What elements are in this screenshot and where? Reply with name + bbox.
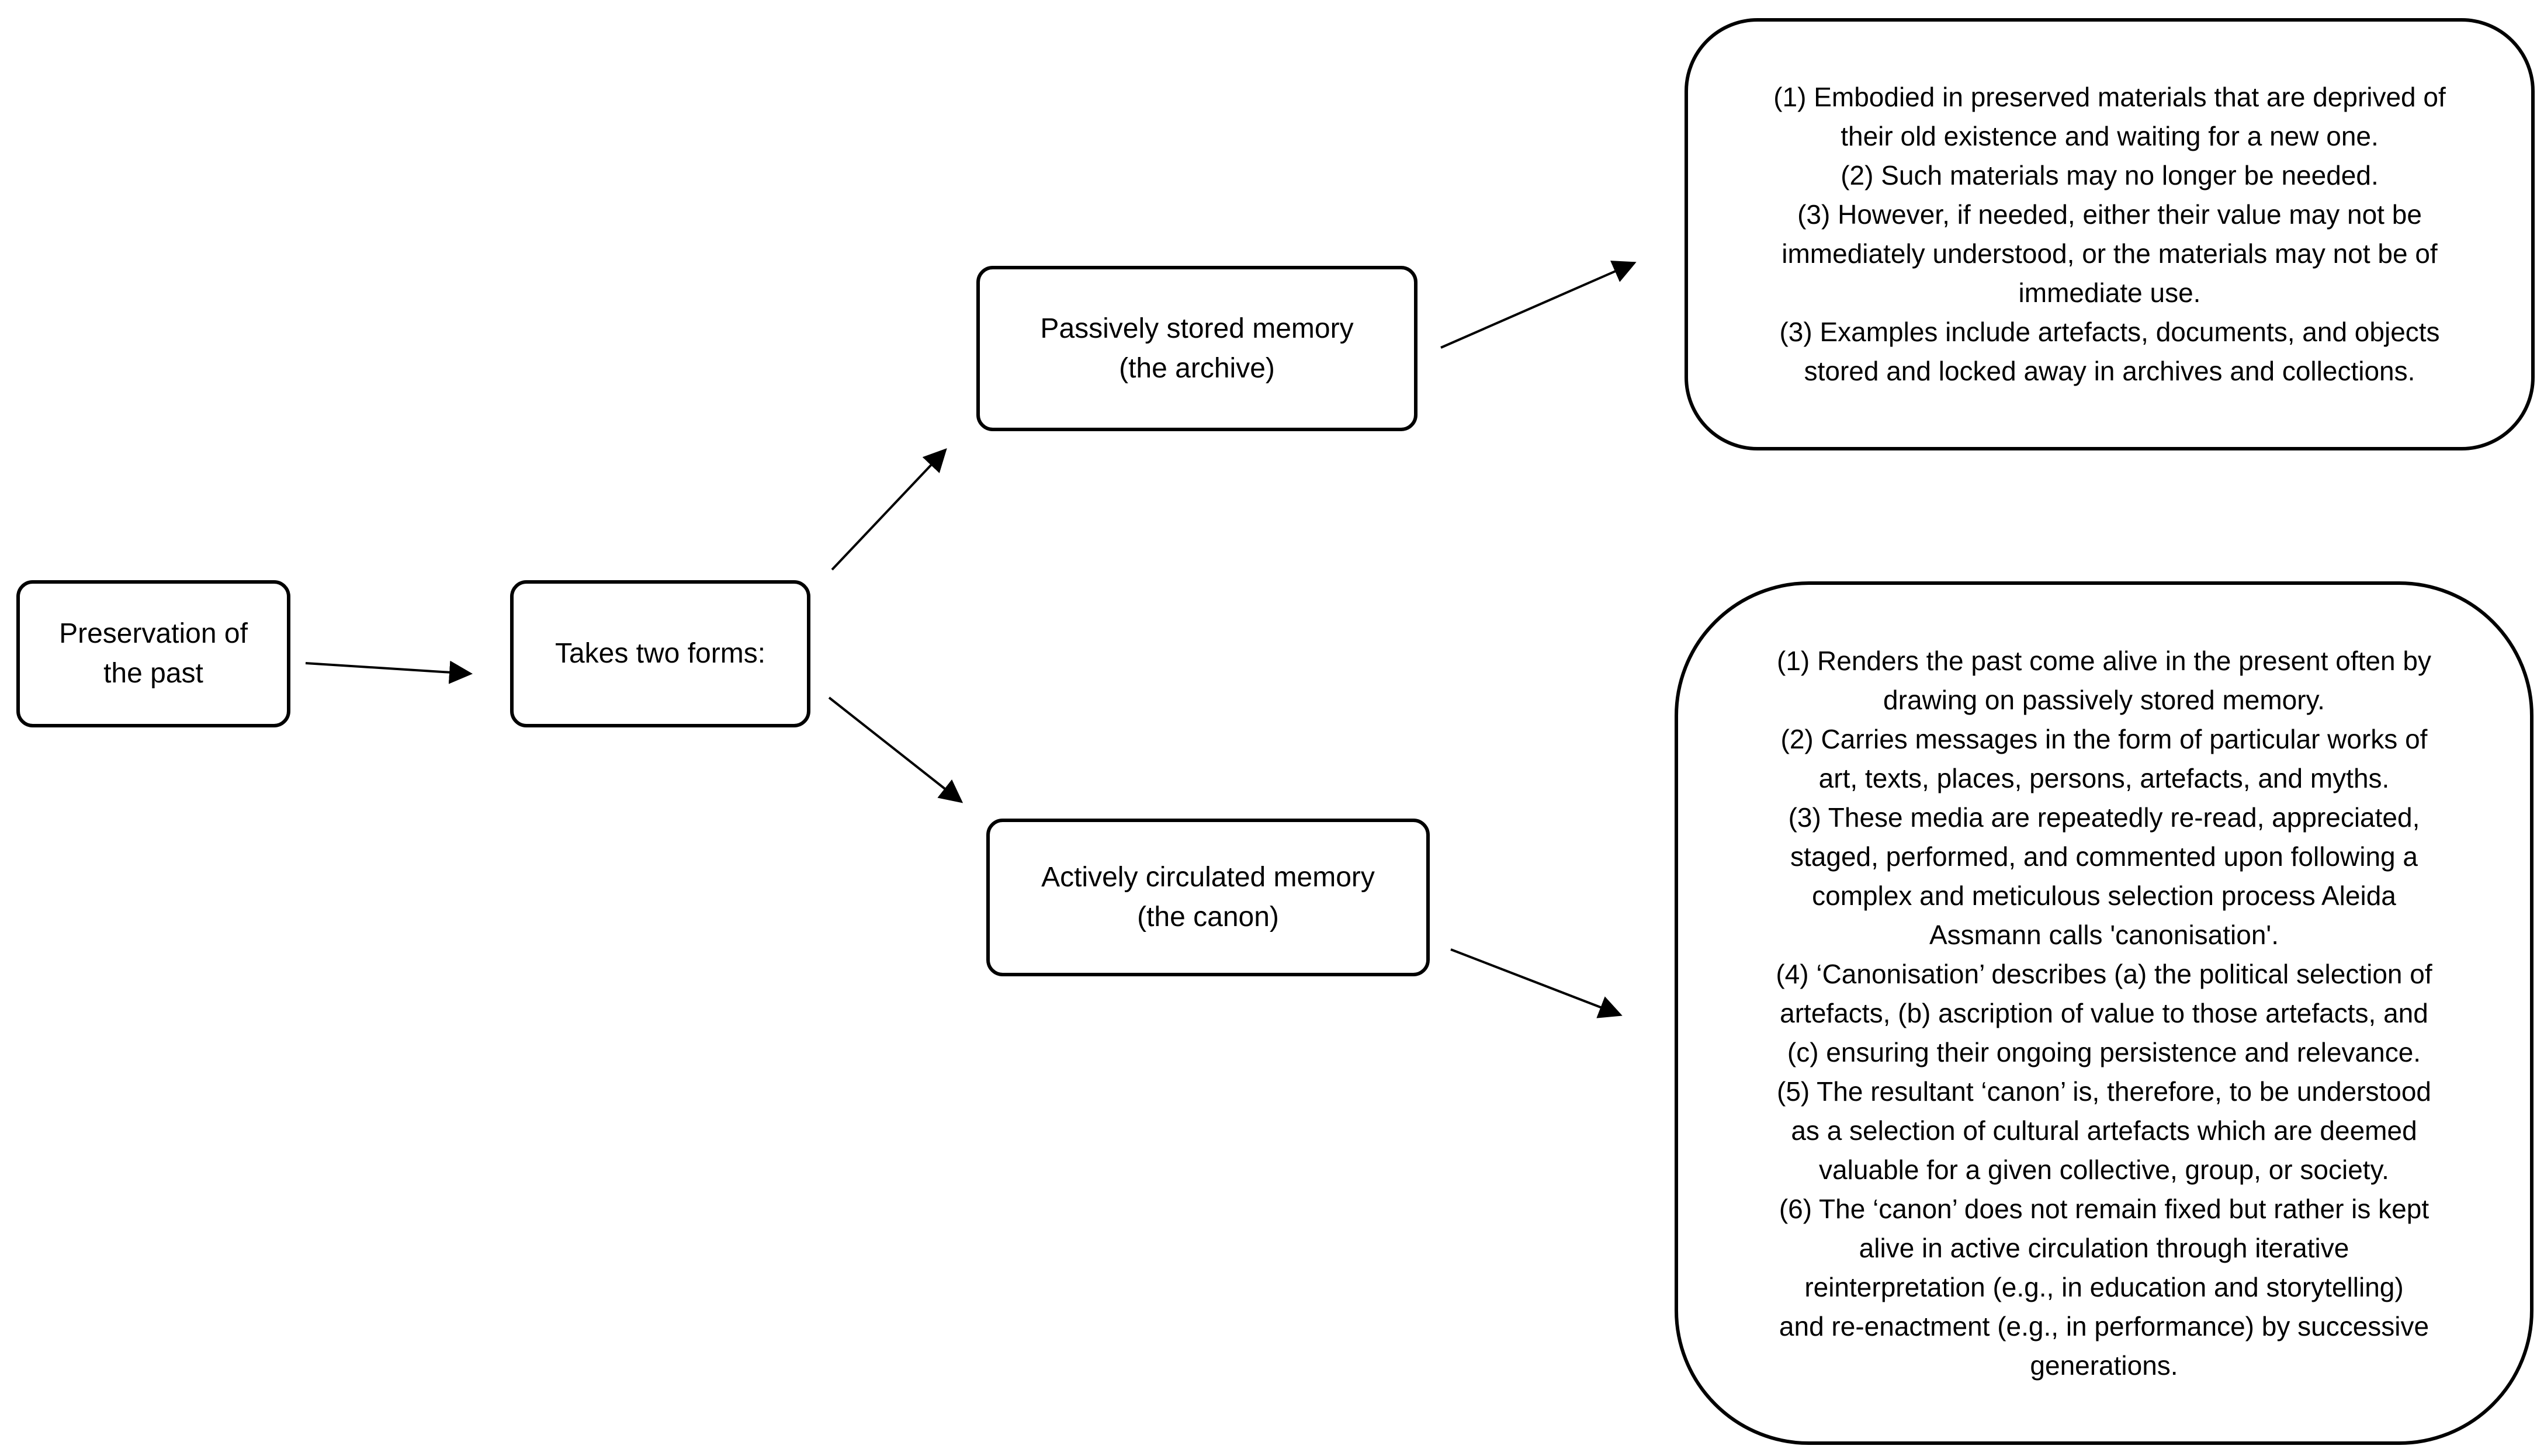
description-line: (1) Embodied in preserved materials that… <box>1773 82 2446 112</box>
description-line: (4) ‘Canonisation’ describes (a) the pol… <box>1776 958 2432 989</box>
description-line: immediately understood, or the materials… <box>1782 238 2438 269</box>
arrow-canon-to-canon-desc <box>1450 948 1623 1018</box>
node-label: Actively circulated memory (the canon) <box>1041 862 1375 932</box>
description-line: art, texts, places, persons, artefacts, … <box>1818 762 2390 793</box>
node-takes-two-forms: Takes two forms: <box>510 580 810 727</box>
description-line: generations. <box>2030 1350 2178 1381</box>
description-line: (3) Examples include artefacts, document… <box>1779 317 2440 347</box>
description-line: reinterpretation (e.g., in education and… <box>1804 1271 2404 1302</box>
description-line: their old existence and waiting for a ne… <box>1841 121 2379 151</box>
description-line: drawing on passively stored memory. <box>1883 684 2325 715</box>
description-line: (2) Carries messages in the form of part… <box>1780 723 2428 754</box>
description-line: (2) Such materials may no longer be need… <box>1841 160 2379 190</box>
arrow-archive-to-archive-desc <box>1440 261 1637 349</box>
description-line: staged, performed, and commented upon fo… <box>1790 841 2418 872</box>
description-line: stored and locked away in archives and c… <box>1804 356 2415 386</box>
node-label: Passively stored memory (the archive) <box>1040 313 1354 384</box>
description-line: (c) ensuring their ongoing persistence a… <box>1787 1036 2421 1067</box>
description-line: alive in active circulation through iter… <box>1859 1232 2349 1263</box>
node-actively-circulated-memory: Actively circulated memory (the canon) <box>986 819 1430 976</box>
description-line: immediate use. <box>2018 278 2201 308</box>
arrow-two-forms-to-archive <box>831 448 947 571</box>
node-label: Preservation of the past <box>59 618 248 689</box>
node-preservation-of-the-past: Preservation of the past <box>16 580 290 727</box>
arrow-preservation-to-two-forms <box>305 660 473 684</box>
node-canon-description: (1) Renders the past come alive in the p… <box>1675 581 2533 1445</box>
description-line: and re-enactment (e.g., in performance) … <box>1779 1311 2429 1341</box>
description-line: Assmann calls 'canonisation'. <box>1929 919 2279 950</box>
node-label: Takes two forms: <box>554 638 766 669</box>
description-line: (1) Renders the past come alive in the p… <box>1777 645 2431 676</box>
node-passively-stored-memory: Passively stored memory (the archive) <box>976 266 1417 431</box>
description-line: complex and meticulous selection process… <box>1812 880 2396 911</box>
description-line: (6) The ‘canon’ does not remain fixed bu… <box>1779 1193 2429 1224</box>
description-line: valuable for a given collective, group, … <box>1819 1154 2389 1185</box>
description-line: artefacts, (b) ascription of value to th… <box>1780 997 2428 1028</box>
description-line: (3) However, if needed, either their val… <box>1797 199 2422 230</box>
node-archive-description: (1) Embodied in preserved materials that… <box>1685 18 2535 450</box>
description-line: as a selection of cultural artefacts whi… <box>1791 1115 2417 1146</box>
description-line: (5) The resultant ‘canon’ is, therefore,… <box>1777 1076 2431 1107</box>
arrow-two-forms-to-canon <box>828 696 963 803</box>
description-line: (3) These media are repeatedly re-read, … <box>1788 802 2420 833</box>
